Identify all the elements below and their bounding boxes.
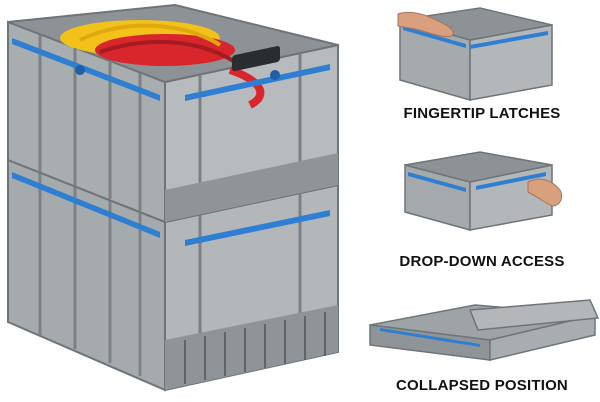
collapsed-position-image	[369, 299, 600, 361]
cord-icon	[60, 20, 265, 109]
feature-caption: COLLAPSED POSITION	[396, 377, 568, 394]
drop-down-access-image	[404, 151, 563, 231]
fingertip-latches-image	[397, 7, 553, 101]
stacked-crates-image	[7, 3, 339, 392]
crate-icon	[7, 158, 339, 392]
hand-icon	[397, 11, 454, 37]
crate-icon	[7, 3, 339, 224]
hand-icon	[527, 178, 563, 207]
feature-caption: DROP-DOWN ACCESS	[399, 253, 565, 270]
feature-caption: FINGERTIP LATCHES	[403, 105, 561, 122]
